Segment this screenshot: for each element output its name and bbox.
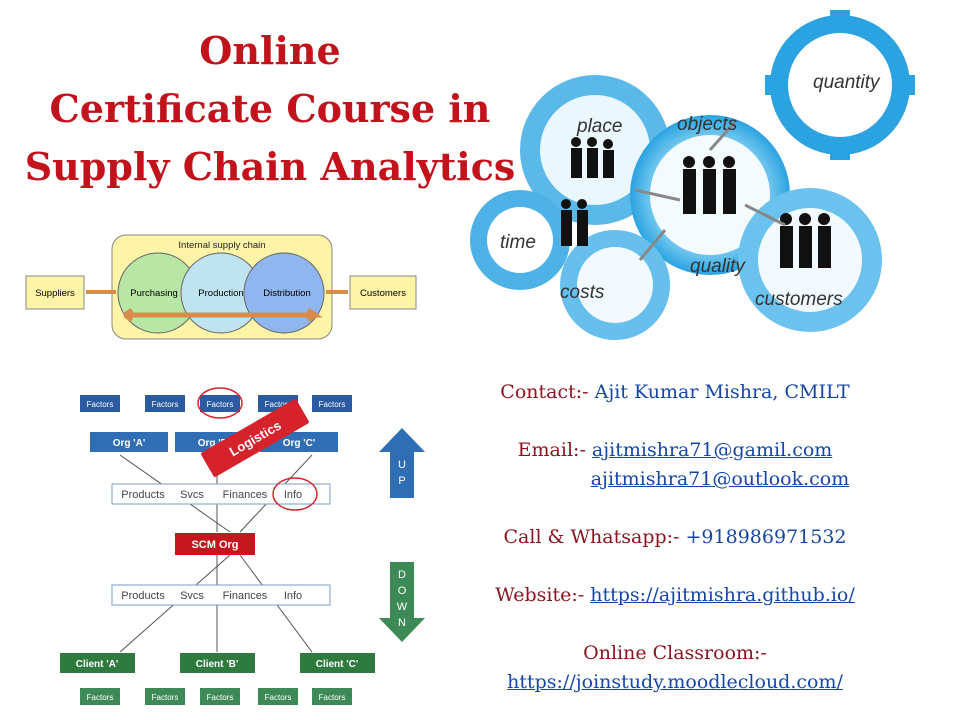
down-letter: W <box>397 601 408 613</box>
factor-label: Factors <box>265 693 292 702</box>
factor-box <box>145 395 185 412</box>
classroom-link[interactable]: https://joinstudy.moodlecloud.com/ <box>507 671 843 693</box>
flow-arrow <box>123 307 323 323</box>
flow-bar-item: Finances <box>223 489 268 501</box>
factor-box <box>80 688 120 705</box>
factor-label: Factors <box>207 400 234 409</box>
email-link-1[interactable]: ajitmishra71@gamil.com <box>591 439 833 461</box>
suppliers-label: Suppliers <box>35 288 75 299</box>
phone-number: +918986971532 <box>685 526 847 548</box>
customers-label: Customers <box>360 288 406 299</box>
scm-org-label: SCM Org <box>191 539 238 551</box>
people-silhouettes <box>561 137 831 268</box>
down-letter: N <box>398 617 406 629</box>
email-label: Email:- <box>517 439 586 461</box>
internal-chain-heading: Internal supply chain <box>178 240 265 251</box>
factor-box <box>200 395 240 412</box>
classroom-label: Online Classroom:- <box>583 642 767 664</box>
contact-label: Contact:- <box>500 381 589 403</box>
connector-arrows <box>634 121 786 261</box>
org-label: Org 'C' <box>283 438 316 449</box>
gear-label-quantity: quantity <box>813 72 881 93</box>
flow-bar-item: Products <box>121 489 165 501</box>
call-label: Call & Whatsapp:- <box>503 526 680 548</box>
up-letter: U <box>398 459 406 471</box>
flow-bar-item: Svcs <box>180 489 204 501</box>
title-line-2: Certificate Course in <box>49 86 491 131</box>
factor-label: Factors <box>152 400 179 409</box>
email-line-2: ajitmishra71@outlook.com <box>455 465 895 494</box>
factor-label: Factors <box>207 693 234 702</box>
factor-label: Factors <box>319 400 346 409</box>
gear-label-place: place <box>576 116 622 137</box>
highlight-circle <box>272 477 318 511</box>
supply-chain-gears-illustration: quantity objects place time costs qualit… <box>470 10 915 340</box>
distribution-label: Distribution <box>263 288 311 299</box>
purchasing-label: Purchasing <box>130 288 178 299</box>
org-label: Org 'A' <box>113 438 146 449</box>
bottom-flow-bar <box>111 584 331 606</box>
up-letter: P <box>398 475 405 487</box>
factor-box <box>258 688 298 705</box>
contact-name: Ajit Kumar Mishra, CMILT <box>594 381 850 403</box>
flow-bar-item: Info <box>284 590 302 602</box>
client-box <box>180 653 255 673</box>
flow-bar-item: Products <box>121 590 165 602</box>
gear-icon <box>765 10 915 160</box>
factor-box <box>312 395 352 412</box>
title-line-3: Supply Chain Analytics <box>24 144 516 189</box>
internal-supply-chain-diagram: Internal supply chain Suppliers Customer… <box>25 234 417 340</box>
factor-label: Factors <box>152 693 179 702</box>
factor-label: Factors <box>87 693 114 702</box>
top-flow-bar <box>111 483 331 505</box>
down-letter: D <box>398 569 406 581</box>
factor-box <box>312 688 352 705</box>
client-label: Client 'A' <box>76 659 119 670</box>
client-box <box>300 653 375 673</box>
scm-org-box <box>175 533 255 555</box>
factor-box <box>145 688 185 705</box>
factor-box <box>200 688 240 705</box>
down-arrow-icon: D O W N <box>379 562 425 642</box>
suppliers-box <box>25 275 85 310</box>
course-title: Online Certificate Course in Supply Chai… <box>10 22 530 196</box>
org-box <box>90 432 168 452</box>
down-letter: O <box>398 585 407 597</box>
factor-label: Factors <box>265 400 292 409</box>
flow-bar-item: Finances <box>223 590 268 602</box>
highlight-circle <box>197 387 243 419</box>
factor-label: Factors <box>319 693 346 702</box>
email-line: Email:- ajitmishra71@gamil.com <box>455 436 895 465</box>
org-label: Org 'B' <box>198 438 231 449</box>
gear-label-costs: costs <box>560 282 605 303</box>
website-label: Website:- <box>495 584 585 606</box>
gear-label-objects: objects <box>677 114 738 135</box>
gear-label-time: time <box>500 232 536 253</box>
gear-icon <box>470 190 570 290</box>
factor-box <box>80 395 120 412</box>
website-link[interactable]: https://ajitmishra.github.io/ <box>590 584 855 606</box>
client-label: Client 'B' <box>196 659 239 670</box>
title-line-1: Online <box>199 28 341 73</box>
gear-label-quality: quality <box>690 256 746 277</box>
client-label: Client 'C' <box>316 659 359 670</box>
contact-block: Contact:- Ajit Kumar Mishra, CMILT Email… <box>455 378 895 697</box>
gear-label-customers: customers <box>755 289 843 310</box>
website-line: Website:- https://ajitmishra.github.io/ <box>455 581 895 610</box>
contact-line: Contact:- Ajit Kumar Mishra, CMILT <box>455 378 895 407</box>
call-line: Call & Whatsapp:- +918986971532 <box>455 523 895 552</box>
email-link-2[interactable]: ajitmishra71@outlook.com <box>590 468 850 490</box>
flow-bar-item: Info <box>284 489 302 501</box>
flow-bar-item: Svcs <box>180 590 204 602</box>
client-box <box>60 653 135 673</box>
production-label: Production <box>198 288 243 299</box>
customers-box <box>349 275 417 310</box>
factor-label: Factors <box>87 400 114 409</box>
up-arrow-icon: U P <box>379 428 425 498</box>
